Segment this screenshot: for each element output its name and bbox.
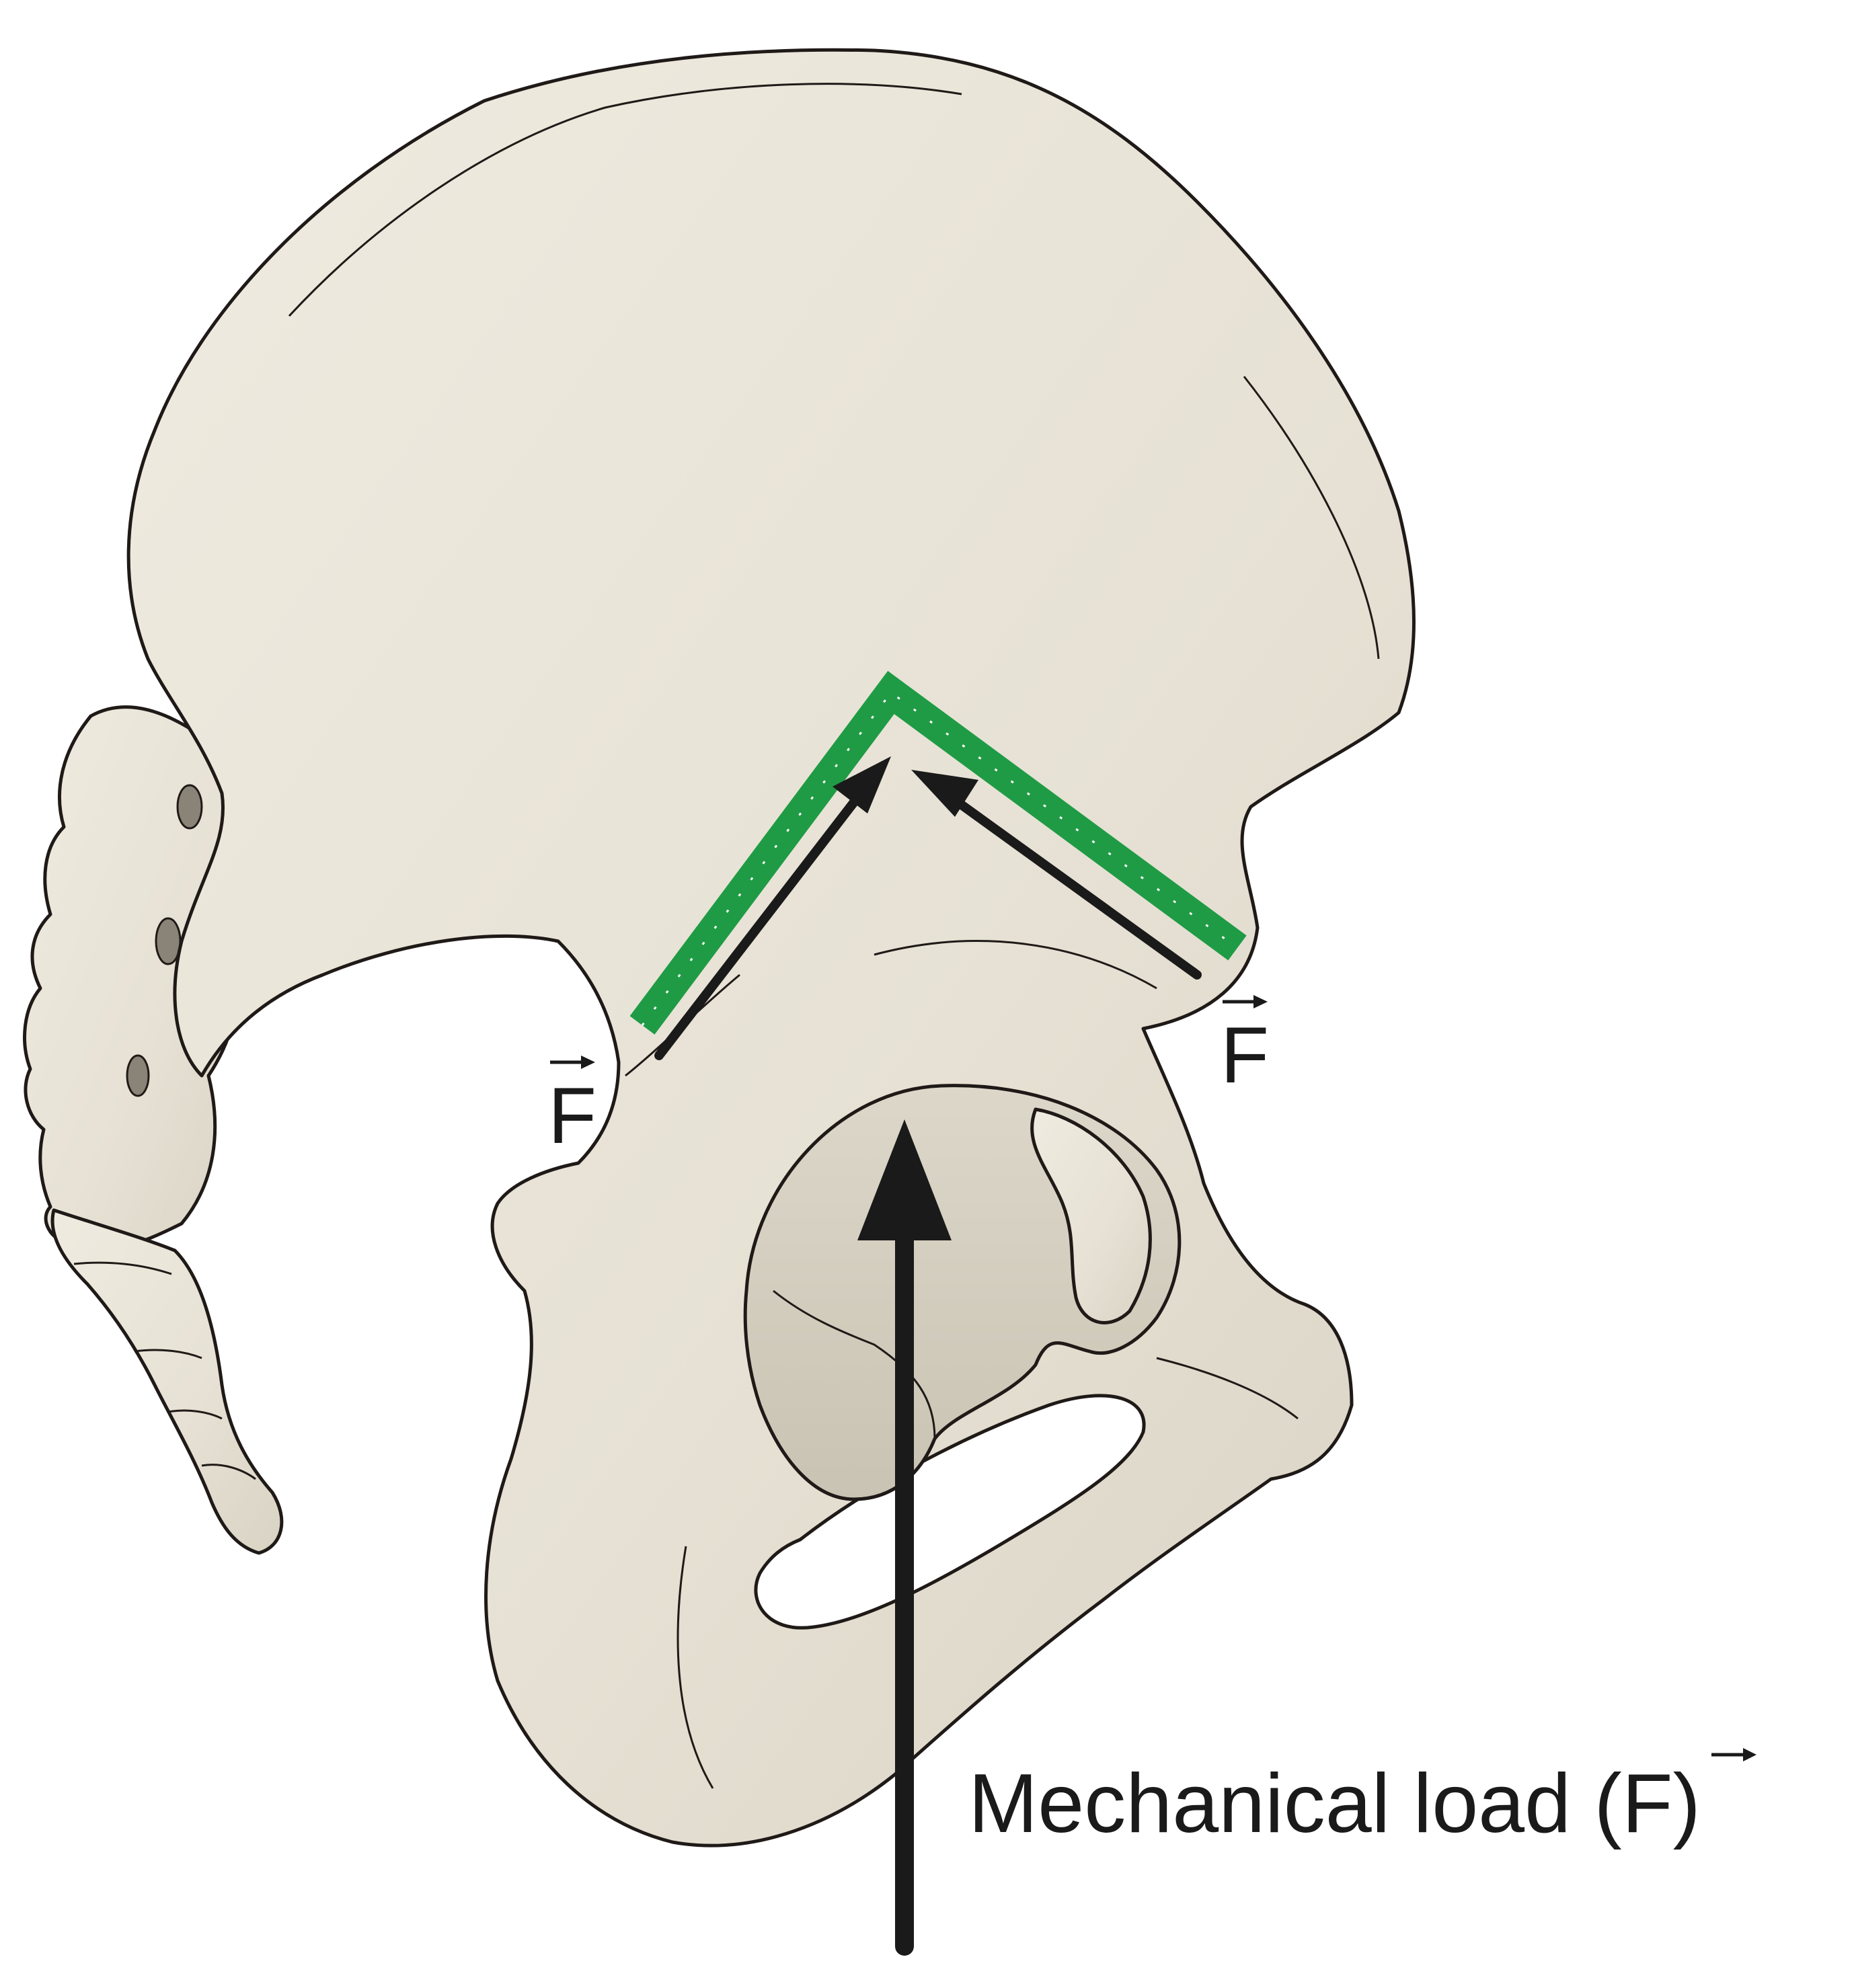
force-label-right: F [1221,995,1269,1100]
sacrum [23,705,284,1555]
mechanical-load-text: Mechanical load ( [968,1757,1622,1850]
mechanical-load-label: Mechanical load (F) [968,1748,1756,1850]
hip-bone [126,48,1416,1847]
force-arrow-right [911,770,1202,980]
force-label-left: F [548,1056,596,1160]
svg-text:F: F [548,1072,596,1160]
svg-text:Mechanical load (F): Mechanical load (F) [968,1757,1701,1850]
obturator-foramen [754,1394,1146,1630]
load-band [629,670,1247,1035]
mechanical-load-symbol: F [1622,1757,1673,1850]
mechanical-load-close: ) [1673,1757,1701,1850]
svg-text:F: F [1221,1011,1269,1100]
force-arrow-left [654,756,891,1060]
mechanical-load-arrow [857,1119,952,1956]
